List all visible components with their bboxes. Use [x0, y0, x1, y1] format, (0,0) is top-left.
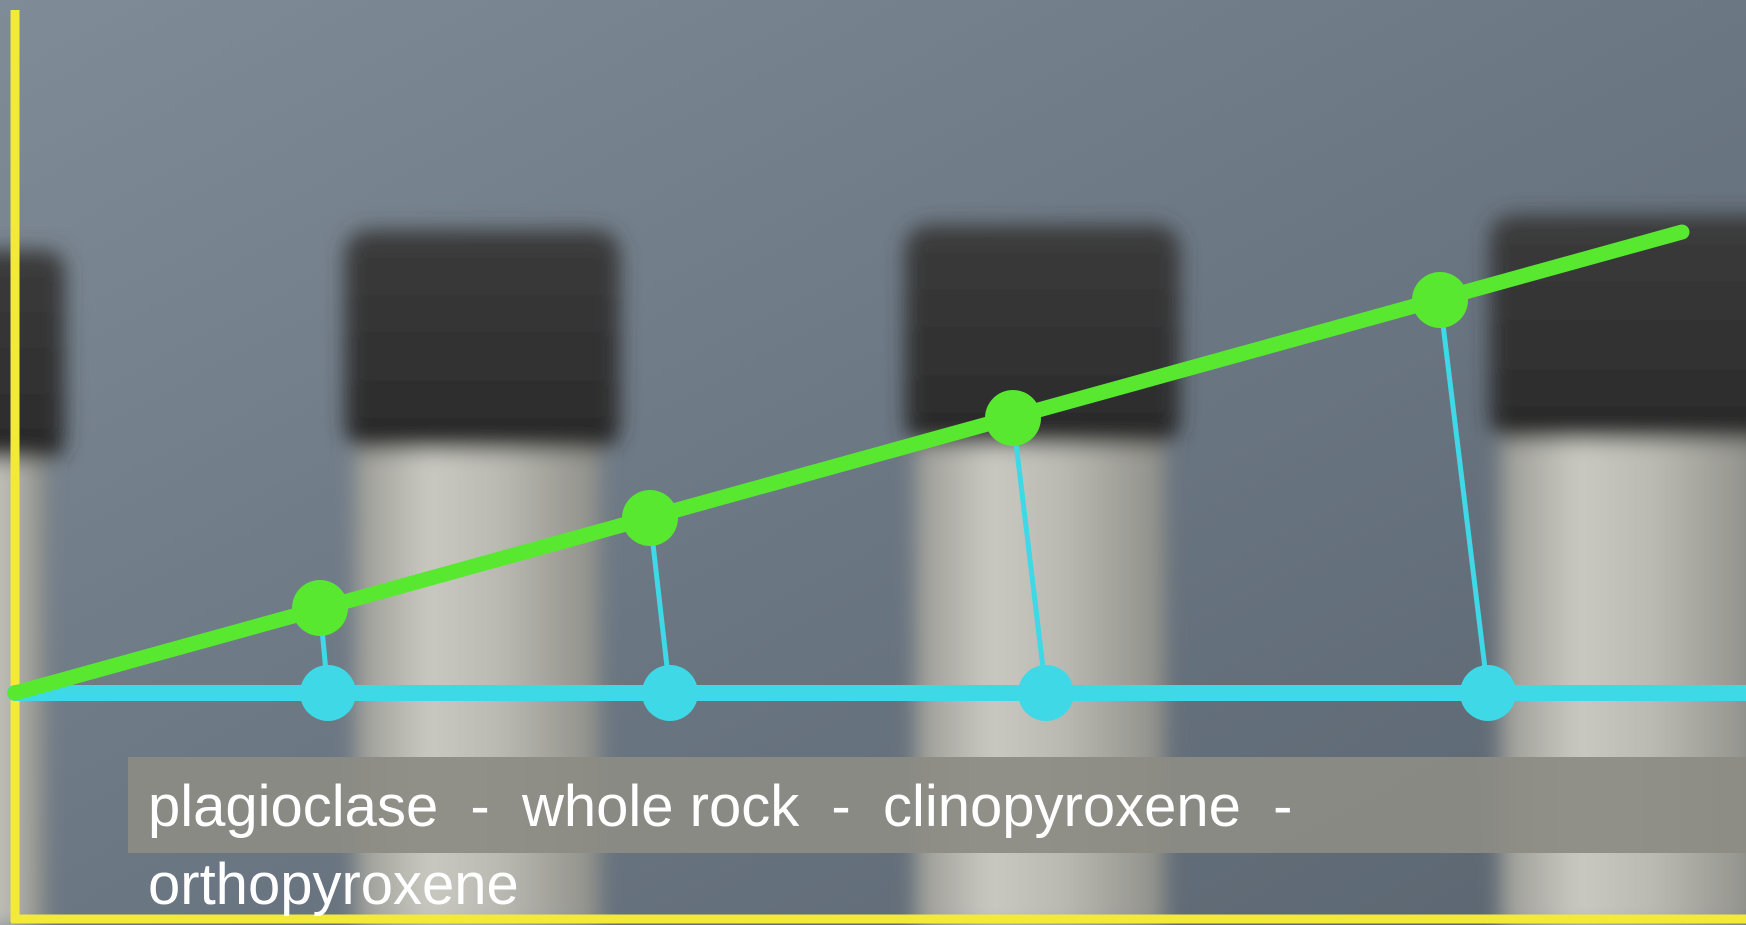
vial-cap: [345, 230, 620, 450]
isochron-point: [1412, 272, 1468, 328]
isochron-point: [292, 580, 348, 636]
caption-band: [128, 757, 1746, 853]
initial-point: [300, 665, 356, 721]
isochron-line: [7, 224, 1690, 701]
isochron-point: [985, 390, 1041, 446]
connector-line: [647, 517, 673, 694]
vial-cap: [0, 250, 65, 460]
isochron-points: [292, 272, 1468, 636]
initial-point: [642, 665, 698, 721]
caption-text: plagioclase - whole rock - clinopyroxene…: [148, 774, 1325, 917]
connector-line: [1437, 299, 1491, 694]
initial-point: [1460, 665, 1516, 721]
initial-point: [1018, 665, 1074, 721]
initial-points: [300, 665, 1516, 721]
connector-line: [1010, 417, 1049, 694]
isochron-point: [622, 490, 678, 546]
